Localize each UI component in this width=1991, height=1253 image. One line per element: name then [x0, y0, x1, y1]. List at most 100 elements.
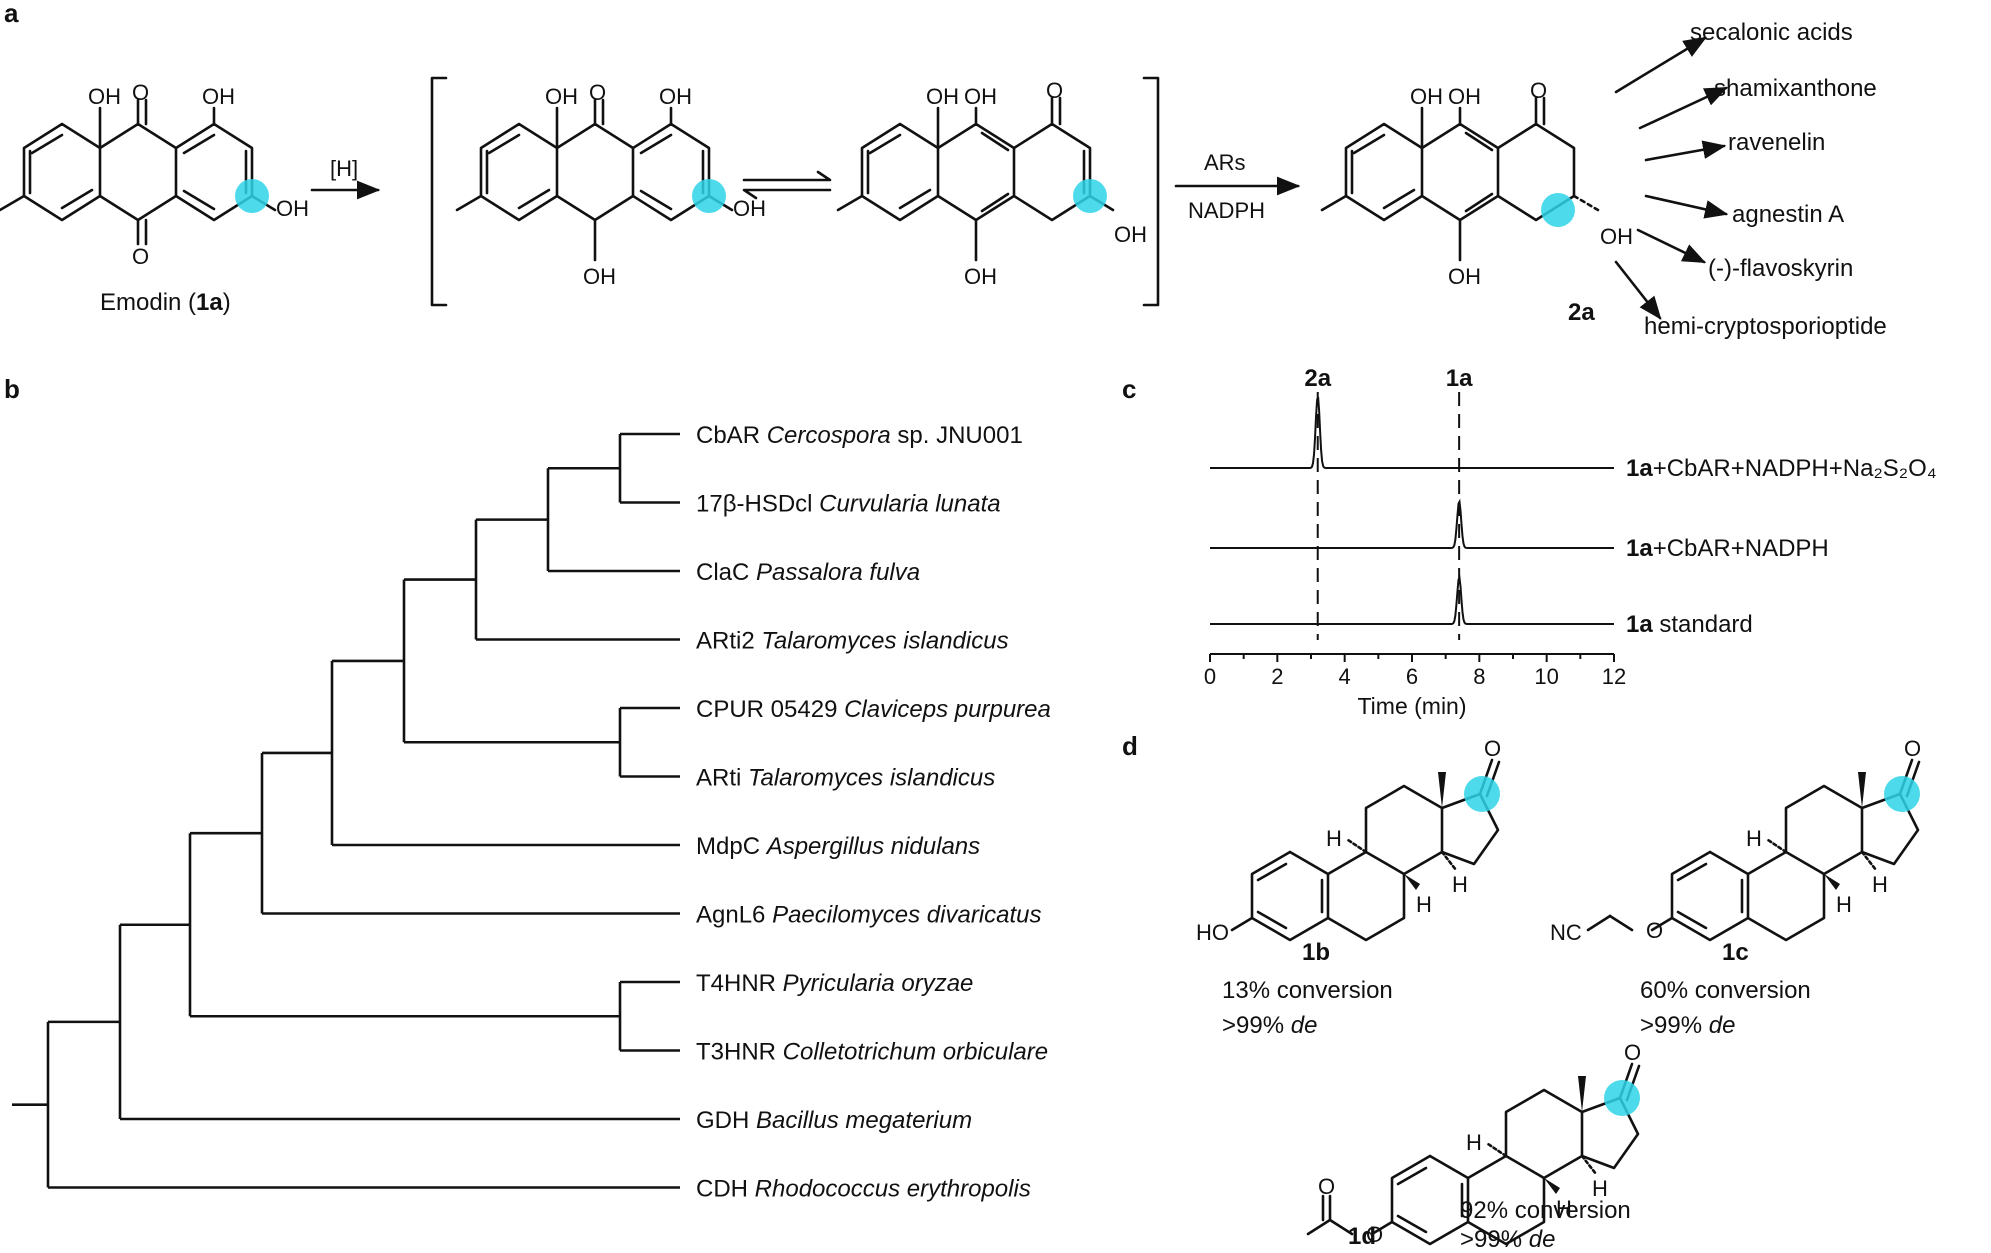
left-bracket	[430, 76, 448, 307]
tree-branches	[12, 432, 680, 1189]
product-arrow	[1636, 228, 1707, 264]
x-tick-label: 4	[1339, 664, 1351, 689]
series-label: 1a+CbAR+NADPH	[1626, 535, 1829, 562]
tree-leaf-label: GDH Bacillus megaterium	[696, 1107, 972, 1134]
downstream-product-label: (-)-flavoskyrin	[1708, 255, 1853, 282]
h-label: H	[1326, 826, 1342, 851]
compound-id-label: 1c	[1722, 939, 1749, 966]
oh-label: OH	[659, 84, 692, 109]
tree-leaf-label: ARti2 Talaromyces islandicus	[696, 628, 1009, 655]
right-bracket	[1142, 76, 1160, 307]
oh-label: OH	[1600, 224, 1633, 249]
downstream-products: secalonic acidsshamixanthoneravenelinagn…	[1614, 19, 1887, 340]
ketone-o-label: O	[1624, 1040, 1641, 1065]
oh-label: OH	[583, 264, 616, 289]
carbonyl-label: O	[132, 80, 149, 105]
x-axis-title: Time (min)	[1357, 693, 1466, 719]
tree-leaf-label: ARti Talaromyces islandicus	[696, 765, 995, 792]
downstream-product-label: ravenelin	[1728, 129, 1825, 156]
downstream-product-label: hemi-cryptosporioptide	[1644, 313, 1887, 340]
product-arrow	[1644, 194, 1729, 219]
carbonyl-label: O	[1046, 78, 1063, 103]
product-2a-structure: OH OH O OH OH 2a	[1320, 78, 1633, 326]
ester-o-label: O	[1366, 1222, 1383, 1247]
downstream-product-label: agnestin A	[1732, 201, 1844, 228]
carbonyl-label: O	[589, 80, 606, 105]
tree-leaf-labels: CbAR Cercospora sp. JNU001 17β-HSDcl Curv…	[696, 422, 1051, 1203]
oh-label: OH	[1410, 84, 1443, 109]
h-label: H	[1466, 1130, 1482, 1155]
product-arrow	[1644, 140, 1727, 162]
x-tick-label: 8	[1473, 664, 1485, 689]
oh-label: OH	[202, 84, 235, 109]
chromatogram-trace	[1210, 574, 1614, 625]
h-label: H	[1452, 872, 1468, 897]
product-2a-label: 2a	[1568, 299, 1595, 326]
reduction-label: [H]	[330, 156, 358, 181]
product-arrow	[1614, 36, 1708, 94]
tree-leaf-label: MdpC Aspergillus nidulans	[696, 833, 980, 860]
oh-label: OH	[1448, 84, 1481, 109]
panel-label-b: b	[4, 374, 20, 404]
product-arrow	[1638, 86, 1729, 130]
oh-label: OH	[1448, 264, 1481, 289]
emodin-label: Emodin (1a)	[100, 289, 231, 316]
oh-label: OH	[545, 84, 578, 109]
tree-leaf-label: CPUR 05429 Claviceps purpurea	[696, 696, 1051, 723]
h-label: H	[1556, 1196, 1572, 1221]
downstream-product-label: secalonic acids	[1690, 19, 1853, 46]
oh-label: OH	[733, 196, 766, 221]
reactive-site-highlight	[235, 179, 269, 213]
h-label: H	[1836, 892, 1852, 917]
oh-label: OH	[1114, 222, 1147, 247]
x-tick-label: 0	[1204, 664, 1216, 689]
oh-label: OH	[926, 84, 959, 109]
x-tick-label: 10	[1534, 664, 1558, 689]
oh-label: OH	[88, 84, 121, 109]
panel-a-scheme: OH O OH O OH Emodin (1a) [H]	[0, 19, 1887, 340]
tree-leaf-label: CDH Rhodococcus erythropolis	[696, 1176, 1031, 1203]
substituent-label: HO	[1196, 920, 1229, 945]
compound-id-label: 1d	[1348, 1223, 1376, 1250]
x-tick-label: 6	[1406, 664, 1418, 689]
substituent-label: O	[1318, 1174, 1335, 1199]
conversion-label: 60% conversion	[1640, 977, 1811, 1004]
peak-marker-label: 2a	[1304, 365, 1331, 392]
carbonyl-label: O	[132, 244, 149, 269]
tree-leaf-label: AgnL6 Paecilomyces divaricatus	[696, 902, 1042, 929]
ketone-o-label: O	[1904, 736, 1921, 761]
equilibrium-arrows	[742, 170, 832, 200]
ketone-o-label: O	[1484, 736, 1501, 761]
tree-leaf-label: T3HNR Colletotrichum orbiculare	[696, 1039, 1048, 1066]
compound-id-label: 1b	[1302, 939, 1330, 966]
carbonyl-label: O	[1530, 78, 1547, 103]
conversion-label: 13% conversion	[1222, 977, 1393, 1004]
oh-label: OH	[276, 196, 309, 221]
tree-leaf-label: 17β-HSDcl Curvularia lunata	[696, 491, 1001, 518]
tree-leaf-label: ClaC Passalora fulva	[696, 559, 920, 586]
ether-o-label: O	[1646, 918, 1663, 943]
series-label: 1a+CbAR+NADPH+Na₂S₂O₄	[1626, 455, 1937, 482]
tree-leaf-label: CbAR Cercospora sp. JNU001	[696, 422, 1023, 449]
de-label: >99% de	[1640, 1012, 1735, 1039]
panel-label-a: a	[4, 0, 19, 28]
tree-leaf-label: T4HNR Pyricularia oryzae	[696, 970, 973, 997]
substituent-label: NC	[1550, 920, 1582, 945]
h-label: H	[1416, 892, 1432, 917]
x-tick-label: 12	[1602, 664, 1626, 689]
de-label: >99% de	[1222, 1012, 1317, 1039]
intermediate-1-structure: OH O OH OH OH	[455, 80, 766, 289]
panel-label-c: c	[1122, 374, 1136, 404]
h-label: H	[1746, 826, 1762, 851]
intermediate-2-structure: OH OH O OH OH	[836, 78, 1147, 289]
product-arrow	[1614, 260, 1662, 320]
de-label: >99% de	[1460, 1226, 1555, 1253]
chromatogram-trace	[1210, 498, 1614, 549]
panel-b-tree: CbAR Cercospora sp. JNU001 17β-HSDcl Curv…	[12, 422, 1051, 1203]
ar-enzyme-label: ARs	[1204, 150, 1246, 175]
